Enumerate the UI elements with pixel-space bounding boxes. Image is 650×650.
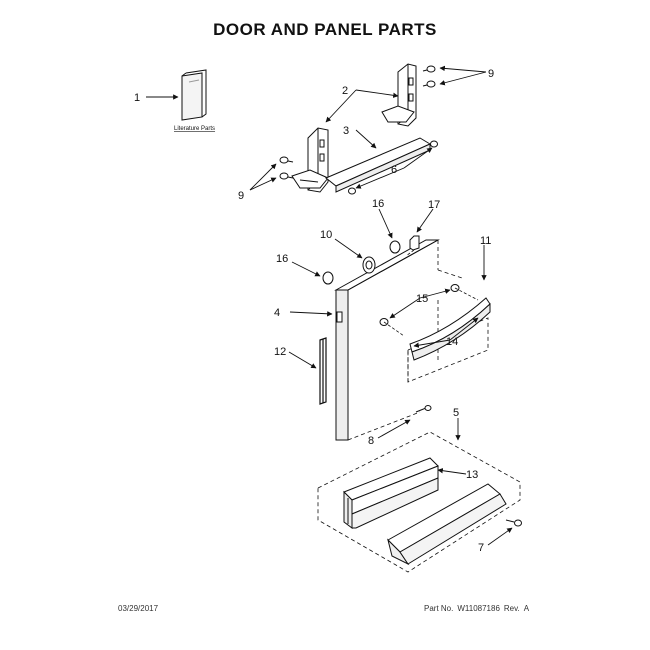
hinge-cap-top[interactable]: [389, 240, 401, 254]
panel-screw[interactable]: [415, 405, 432, 413]
callout-5: 5: [453, 407, 459, 419]
callout-3: 3: [343, 125, 349, 137]
door-handle[interactable]: [409, 297, 491, 361]
callout-16-top: 16: [372, 198, 384, 210]
leader-lines: [146, 65, 513, 546]
toe-panel[interactable]: [387, 483, 507, 566]
door-bumper[interactable]: [362, 256, 376, 274]
latch-clip[interactable]: [409, 235, 420, 251]
callout-17: 17: [428, 199, 440, 211]
callout-2: 2: [342, 85, 348, 97]
part-number-label: Part No.: [424, 604, 454, 613]
callout-10: 10: [320, 229, 332, 241]
toe-panel-kit-dashed-box: [317, 431, 521, 573]
callout-1: 1: [134, 92, 140, 104]
handle-screws[interactable]: [383, 287, 479, 337]
toe-panel-screw[interactable]: [505, 519, 522, 527]
door-gasket-strip[interactable]: [319, 337, 327, 405]
callout-15: 15: [416, 293, 428, 305]
callout-12: 12: [274, 346, 286, 358]
callout-11: 11: [480, 235, 491, 247]
callout-4: 4: [274, 307, 280, 319]
revision-label: Rev.: [503, 604, 520, 613]
footer-date: 03/29/2017: [118, 604, 159, 613]
revision-value: A: [523, 604, 530, 613]
callout-9-top: 9: [488, 68, 494, 80]
callout-6: 6: [391, 164, 397, 176]
callout-13: 13: [466, 469, 478, 481]
hinge-cap-left[interactable]: [322, 271, 334, 285]
callout-16-left: 16: [276, 253, 288, 265]
part-number: W11087186: [457, 604, 500, 613]
callout-7: 7: [478, 542, 484, 554]
hinge-screws[interactable]: [279, 65, 438, 195]
vent-panel[interactable]: [343, 457, 439, 529]
door-outline-dashed: [347, 240, 463, 441]
left-hinge-bracket[interactable]: [291, 127, 329, 193]
callout-9-left: 9: [238, 190, 244, 202]
callout-8: 8: [368, 435, 374, 447]
page-title: DOOR AND PANEL PARTS: [213, 20, 437, 39]
panel-support-bar[interactable]: [325, 137, 432, 193]
literature-parts-label: Literature Parts: [174, 126, 215, 132]
door-panel[interactable]: [334, 239, 440, 441]
callout-14: 14: [446, 336, 458, 348]
literature-parts-booklet[interactable]: [181, 69, 207, 121]
right-hinge-bracket[interactable]: [381, 63, 417, 127]
